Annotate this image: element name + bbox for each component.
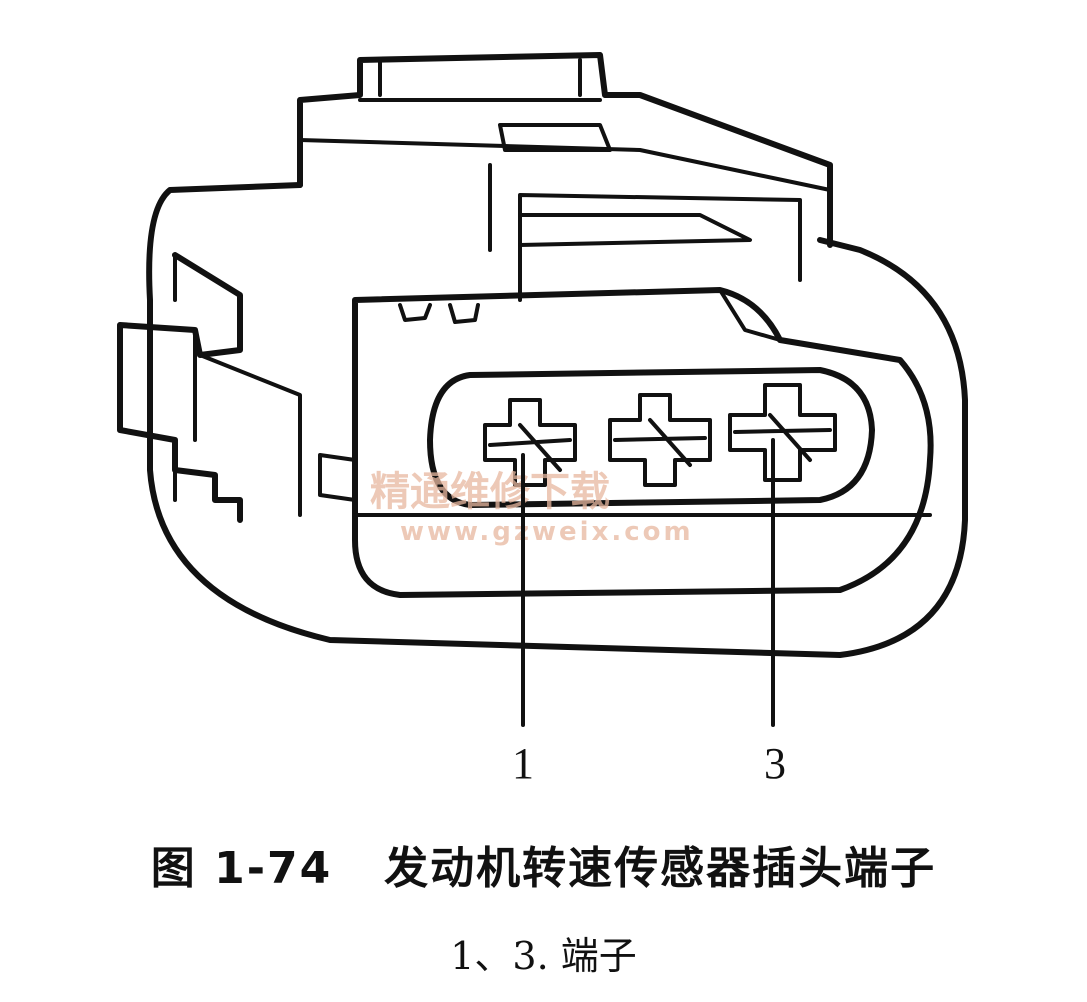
connector-outer-shell [146,182,968,658]
watermark-text: 精通维修下载 [370,469,610,515]
callout-1: 1 [512,739,534,788]
terminal-2 [608,393,712,487]
latch-ridge [298,138,832,302]
latch-slot [518,213,752,247]
latch-housing [297,52,833,248]
callout-3: 3 [764,739,786,788]
left-key [318,453,357,502]
terminal-3 [728,383,837,482]
inner-recess-teeth [398,288,782,342]
terminal-1 [483,398,577,487]
side-clip [117,252,243,523]
connector-diagram: 精通维修下载 www.gzweix.com 1 3 [117,52,968,788]
terminal-face [427,367,875,508]
inner-recess [352,287,934,598]
figure-title: 图 1-74 发动机转速传感器插头端子 [150,843,937,894]
side-clip-detail [173,253,302,517]
latch-tab-inner [358,58,602,102]
figure-subtitle: 1、3. 端子 [450,934,637,978]
watermark-url: www.gzweix.com [400,517,694,547]
